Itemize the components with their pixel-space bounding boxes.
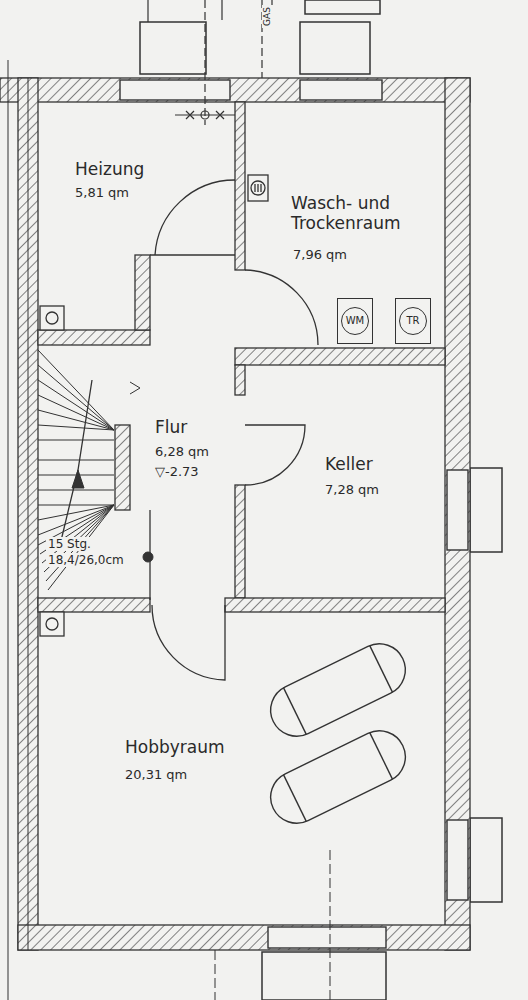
pipes — [148, 0, 272, 125]
room-name: Hobbyraum — [125, 738, 225, 758]
walls — [0, 78, 470, 950]
room-area: 20,31 qm — [125, 768, 187, 783]
appliance-symbol: TR — [399, 307, 427, 335]
room-name: Keller — [325, 455, 373, 475]
appliance-label: TR — [400, 308, 426, 333]
outer-lines — [8, 60, 28, 1000]
room-area: 7,96 qm — [293, 248, 347, 263]
stair-dimension: 18,4/26,0cm — [46, 553, 126, 567]
room: Hobbyraum 20,31 qm — [38, 612, 445, 925]
room: Heizung 5,81 qm — [38, 102, 235, 330]
room-name: Wasch- und Trockenraum — [291, 194, 441, 233]
supply-label: GAS — [262, 5, 273, 28]
room-area: 6,28 qm — [155, 445, 209, 460]
appliance-box: WM — [337, 298, 373, 344]
appliance-box: TR — [395, 298, 431, 344]
appliance-label: WM — [342, 308, 368, 333]
axis-lines — [215, 850, 330, 1000]
room-name: Heizung — [75, 160, 144, 180]
wall-openings — [120, 80, 468, 948]
room-name: Flur — [155, 418, 187, 438]
doors — [150, 180, 318, 680]
room: Flur 6,28 qm ▽-2.73 — [150, 255, 235, 600]
windows — [140, 0, 502, 1000]
room: Keller 7,28 qm — [245, 365, 445, 598]
chimneys — [40, 175, 268, 636]
stair-count: 15 Stg. — [46, 537, 93, 551]
bicycles — [262, 635, 414, 832]
staircase — [38, 350, 153, 590]
room-area: ▽-2.73 — [155, 465, 199, 480]
room: Wasch- und Trockenraum 7,96 qm WM TR — [245, 102, 445, 348]
appliance-symbol: WM — [341, 307, 369, 335]
room-area: 5,81 qm — [75, 186, 129, 201]
room-area: 7,28 qm — [325, 483, 379, 498]
